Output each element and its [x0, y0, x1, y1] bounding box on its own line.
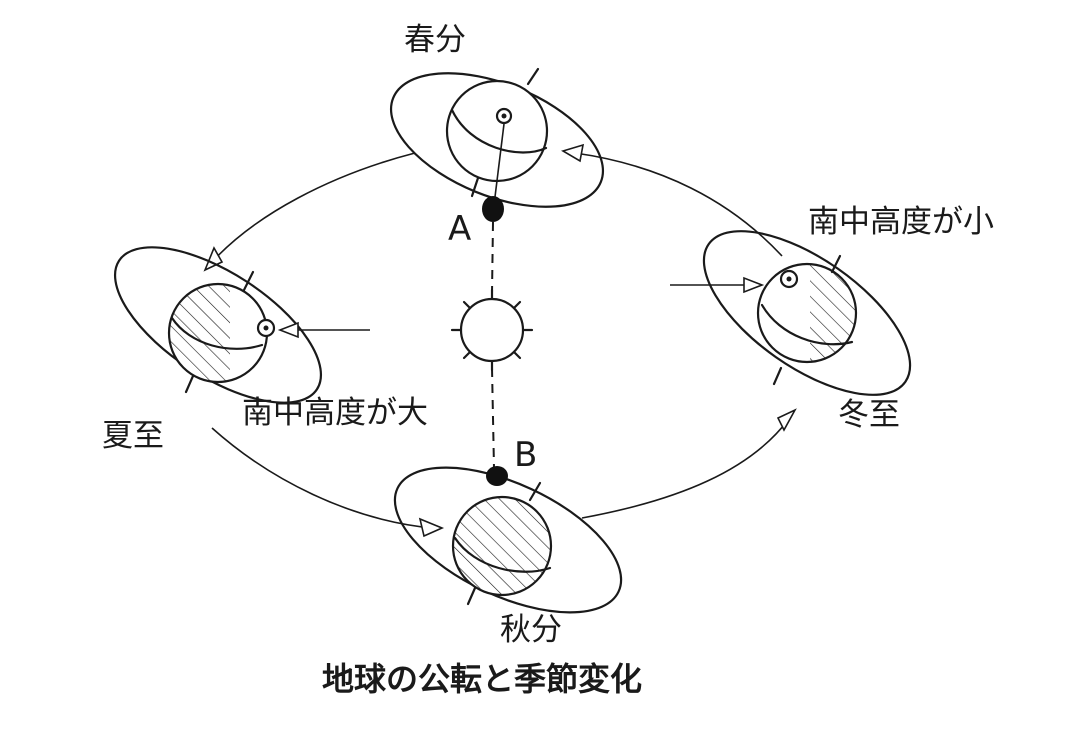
orbit-arrow-autumn-to-winter — [581, 419, 789, 519]
dashed-line-sun-b — [491, 367, 495, 469]
point-b-marker — [486, 466, 508, 486]
arrowhead-spring — [561, 143, 585, 163]
label-winter-solstice: 冬至 — [838, 397, 900, 433]
orbit-arrows — [203, 143, 797, 538]
arrowhead-autumn — [418, 517, 445, 538]
sun — [450, 288, 534, 372]
diagram-caption: 地球の公転と季節変化 — [322, 660, 642, 698]
orbit-arrow-winter-to-spring — [574, 152, 783, 257]
label-autumn-equinox: 秋分 — [500, 612, 562, 648]
arrowhead-summer — [203, 246, 224, 272]
dashed-line-a-sun — [491, 221, 494, 294]
label-point-a: A — [448, 209, 471, 249]
orbit-arrow-spring-to-summer — [211, 152, 416, 263]
arrowhead-winter — [776, 408, 797, 432]
label-point-b: B — [514, 435, 537, 475]
label-altitude-large: 南中高度が大 — [242, 395, 428, 431]
label-altitude-small: 南中高度が小 — [808, 204, 994, 240]
label-summer-solstice: 夏至 — [102, 418, 164, 454]
earth-summer-solstice — [113, 246, 323, 404]
label-spring-equinox: 春分 — [404, 22, 466, 58]
earth-spring-equinox — [389, 67, 605, 208]
earth-autumn-equinox — [393, 466, 623, 614]
point-a-marker — [482, 196, 504, 222]
orbit-arrow-summer-to-autumn — [211, 427, 433, 529]
